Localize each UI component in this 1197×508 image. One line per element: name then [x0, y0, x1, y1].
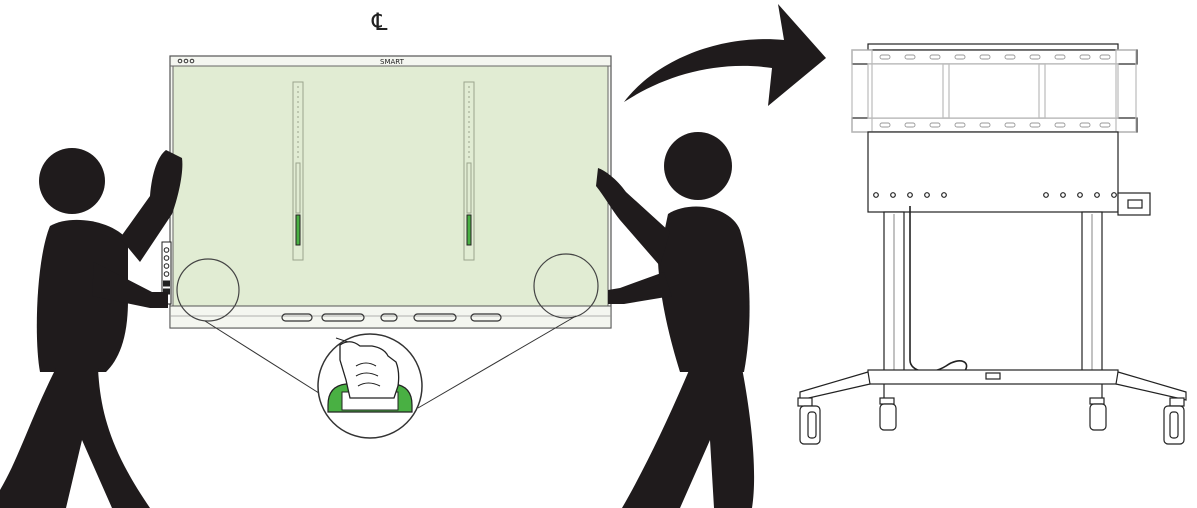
curved-arrow-icon — [624, 4, 826, 106]
mounting-rail-left — [292, 81, 304, 261]
interactive-display: SMART — [161, 55, 612, 329]
handle-highlight-left — [176, 258, 240, 322]
mobile-stand-icon — [797, 43, 1187, 445]
person-right-icon — [596, 132, 755, 508]
callout-lines — [204, 315, 577, 409]
magnifier-callout — [317, 333, 423, 439]
centerline-symbol: ℄ — [371, 8, 388, 36]
display-screen — [172, 65, 609, 307]
status-lights — [177, 58, 195, 64]
mounting-rail-right — [463, 81, 475, 261]
caster-wheels — [797, 397, 1185, 445]
stand-bolt-holes — [873, 192, 1117, 198]
person-left-icon — [0, 148, 183, 508]
handle-highlight-right — [533, 253, 599, 319]
hand-grip-icon — [327, 337, 413, 413]
brand-logo: SMART — [380, 58, 405, 66]
display-bottom-bezel — [169, 305, 612, 329]
front-panel-buttons — [281, 313, 502, 322]
